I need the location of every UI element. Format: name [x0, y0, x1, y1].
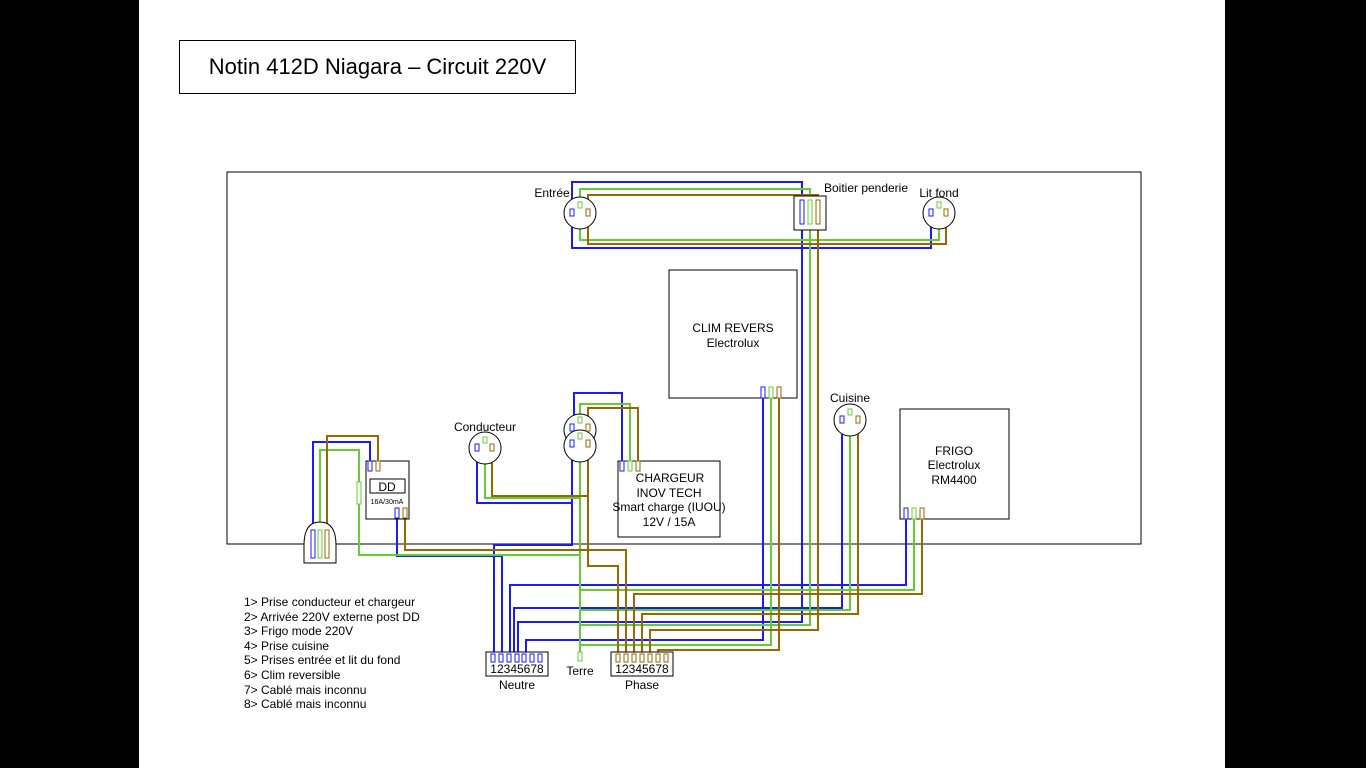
- phase-numbers: 12345678: [615, 662, 669, 676]
- legend-item-7: 7> Cablé mais inconnu: [244, 682, 367, 697]
- penderie-label: Boitier penderie: [824, 181, 908, 195]
- wire-neutral-plug-dd: [312, 441, 371, 530]
- outlet-lit-fond: Lit fond: [919, 186, 959, 230]
- outlet-entree-label: Entrée: [534, 186, 570, 200]
- chargeur-line1: CHARGEUR: [636, 471, 705, 485]
- outlet-conducteur: Conducteur: [454, 420, 516, 465]
- wire-earth-plug: [319, 449, 580, 556]
- wires: [312, 181, 947, 662]
- wire-phase-1: [587, 436, 619, 662]
- legend-item-5: 5> Prises entrée et lit du fond: [244, 653, 401, 668]
- phase-wires: [326, 194, 947, 662]
- wire-neutral-6: [525, 390, 764, 662]
- frigo-line1: FRIGO: [935, 444, 973, 458]
- dd-label: DD: [378, 480, 396, 494]
- clim-box: CLIM REVERS Electrolux: [668, 269, 798, 399]
- outlet-entree: Entrée: [534, 186, 597, 230]
- wire-earth-chargeur: [579, 403, 631, 464]
- wire-phase-entree-penderie: [587, 194, 819, 213]
- wire-phase-2: [404, 512, 627, 662]
- shore-power-plug: [303, 521, 337, 564]
- legend-item-1: 1> Prise conducteur et chargeur: [244, 595, 416, 609]
- wire-earth-4: [580, 410, 851, 611]
- wire-neutral-conducteur: [476, 447, 572, 504]
- wire-earth-6: [580, 390, 772, 646]
- wire-earth-entree-litfond: [579, 206, 940, 241]
- wire-neutral-entree-litfond: [571, 213, 932, 249]
- neutral-wires: [312, 181, 932, 662]
- outlet-conducteur-label: Conducteur: [454, 420, 516, 434]
- wire-neutral-chargeur: [573, 392, 623, 464]
- wire-phase-4: [641, 418, 859, 662]
- legend-item-8: 8> Cablé mais inconnu: [244, 697, 367, 712]
- frigo-line2: Electrolux: [928, 458, 981, 472]
- outlet-cuisine: Cuisine: [830, 391, 870, 437]
- wire-earth-entree-penderie: [579, 188, 811, 206]
- wire-earth-5: [580, 206, 811, 626]
- legend-item-2: 2> Arrivée 220V externe post DD: [244, 609, 420, 624]
- terminal-block-neutre: 12345678 Neutre: [485, 651, 549, 692]
- wire-neutral-5: [517, 213, 803, 662]
- wire-neutral-entree-penderie: [571, 181, 803, 213]
- clim-line1: CLIM REVERS: [692, 321, 773, 335]
- dd-rating: 16A/30mA: [371, 499, 404, 506]
- wire-phase-entree-litfond: [587, 213, 947, 245]
- terminal-block-phase: 12345678 Phase: [610, 651, 674, 692]
- wire-neutral-4: [513, 418, 843, 662]
- legend-item-6: 6> Clim reversible: [244, 667, 341, 682]
- vehicle-outline: [226, 171, 1142, 545]
- legend-item-3: 3> Frigo mode 220V: [244, 624, 354, 639]
- terminal-terre: Terre: [566, 651, 594, 678]
- junction-box-penderie: Boitier penderie: [793, 181, 908, 231]
- outlet-cuisine-label: Cuisine: [830, 391, 870, 405]
- neutre-label: Neutre: [499, 678, 535, 692]
- circuit-legend: 1> Prise conducteur et chargeur 2> Arriv…: [244, 595, 420, 712]
- outlet-lit-fond-label: Lit fond: [919, 186, 958, 200]
- outlet-double-center: [563, 413, 597, 463]
- legend-item-4: 4> Prise cuisine: [244, 638, 330, 653]
- chargeur-line4: 12V / 15A: [643, 515, 696, 529]
- frigo-line3: RM4400: [931, 473, 977, 487]
- wire-phase-plug-dd: [326, 435, 379, 530]
- wire-phase-conducteur: [491, 447, 588, 497]
- chargeur-line2: INOV TECH: [636, 486, 701, 500]
- frigo-box: FRIGO Electrolux RM4400: [899, 408, 1010, 520]
- clim-line2: Electrolux: [707, 336, 760, 350]
- neutre-numbers: 12345678: [490, 662, 544, 676]
- dd-breaker: DD 16A/30mA: [365, 460, 410, 520]
- wire-neutral-3: [509, 512, 907, 662]
- diagram-title: Notin 412D Niagara – Circuit 220V: [179, 40, 576, 94]
- chargeur-line3: Smart charge (IUOU): [612, 500, 725, 514]
- wire-phase-5: [649, 213, 819, 662]
- terre-label: Terre: [566, 664, 594, 678]
- earth-connector: [356, 481, 362, 505]
- phase-label: Phase: [625, 678, 659, 692]
- chargeur-box: CHARGEUR INOV TECH Smart charge (IUOU) 1…: [612, 460, 726, 538]
- wire-neutral-1: [493, 503, 573, 662]
- wire-earth-3: [580, 512, 915, 591]
